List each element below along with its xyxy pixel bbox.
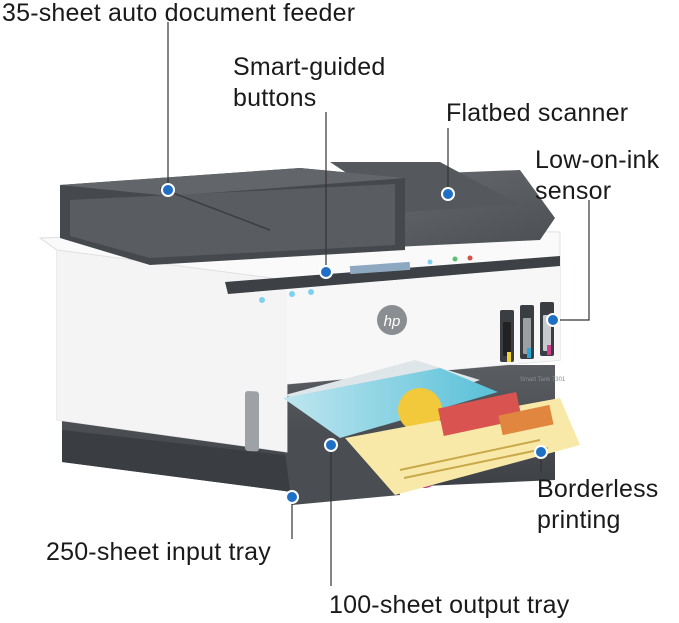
input-tray-label: 250-sheet input tray <box>46 538 271 566</box>
flatbed-dot <box>441 187 455 201</box>
panel-button-4[interactable] <box>452 256 458 262</box>
callout-markers <box>167 22 590 586</box>
buttons-label-line2: buttons <box>233 84 317 112</box>
ink-tanks <box>500 302 554 362</box>
hp-logo: hp <box>377 305 407 335</box>
ink-level-yellow <box>507 352 511 362</box>
borderless-dot <box>534 445 548 459</box>
buttons-label: Smart-guided buttons <box>233 52 385 114</box>
model-badge: Smart Tank 7301 <box>520 377 566 383</box>
output-tray-label: 100-sheet output tray <box>329 591 570 619</box>
panel-button-2[interactable] <box>308 289 314 295</box>
ink-level-cyan <box>527 348 531 358</box>
buttons-dot <box>319 265 333 279</box>
borderless-label-line1: Borderless <box>537 475 659 503</box>
panel-button-1[interactable] <box>289 291 295 297</box>
adf-label: 35-sheet auto document feeder <box>2 0 356 27</box>
control-panel <box>225 255 560 303</box>
ink-level-magenta <box>547 345 551 355</box>
borderless-label: Borderless printing <box>537 474 659 536</box>
borderless-print <box>345 391 580 495</box>
ink-dot <box>546 313 560 327</box>
auto-document-feeder[interactable] <box>60 168 405 265</box>
svg-text:hp: hp <box>384 313 401 330</box>
adf-dot <box>161 183 175 197</box>
borderless-label-line2: printing <box>537 506 621 534</box>
panel-button-5[interactable] <box>467 255 473 261</box>
pie-printout <box>398 388 442 432</box>
power-button[interactable] <box>259 297 265 303</box>
ink-sensor-label-line1: Low-on-ink <box>535 146 660 174</box>
ink-sensor-label: Low-on-ink sensor <box>535 145 659 207</box>
panel-button-3[interactable] <box>427 259 433 265</box>
callout-dots <box>161 183 560 504</box>
display-panel <box>349 261 411 275</box>
flatbed-label: Flatbed scanner <box>446 99 629 127</box>
output-tray-dot <box>324 438 338 452</box>
ink-sensor-label-line2: sensor <box>535 177 612 205</box>
buttons-label-line1: Smart-guided <box>233 53 386 81</box>
input-tray-dot <box>285 490 299 504</box>
